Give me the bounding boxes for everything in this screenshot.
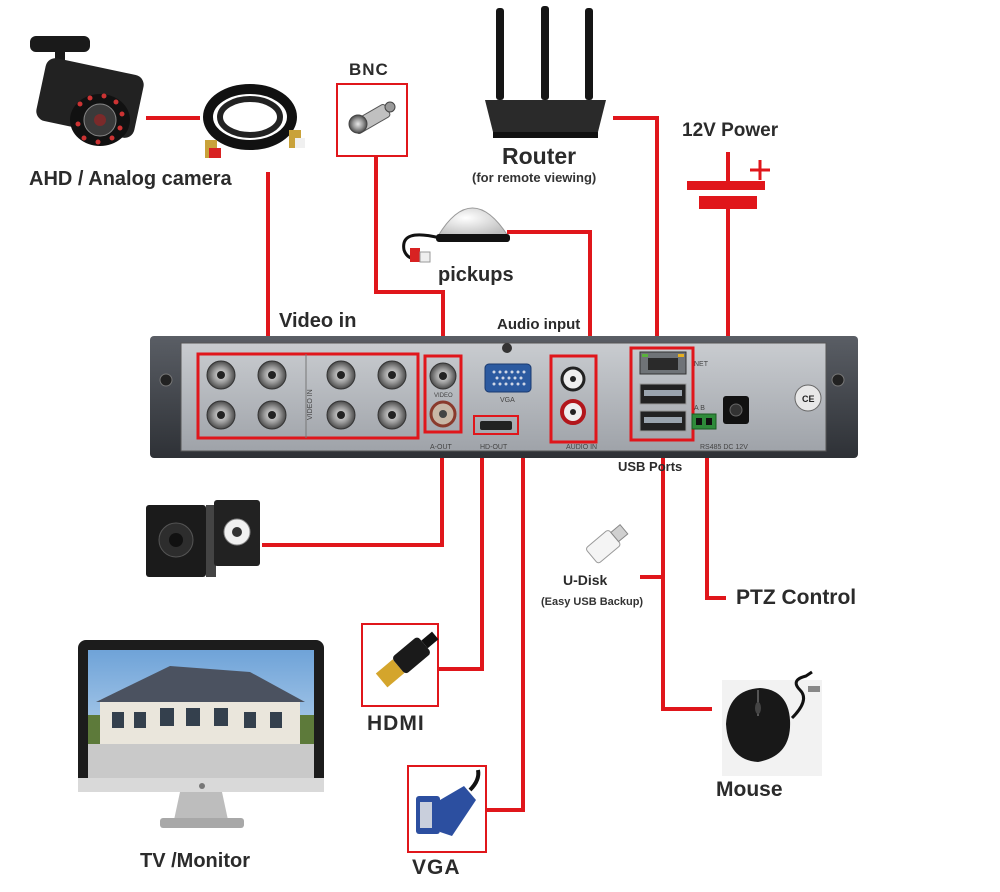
label-udisk: U-Disk bbox=[563, 572, 608, 588]
label-hdmi: HDMI bbox=[367, 712, 425, 735]
ce-mark: CE bbox=[802, 394, 815, 404]
wire-router-to-net bbox=[613, 116, 659, 350]
panel-print-hd-out: HD-OUT bbox=[480, 444, 508, 451]
wire-speaker-to-aout bbox=[262, 420, 444, 547]
panel-print-rs485: A B bbox=[694, 405, 705, 412]
dvr-rear-panel: VIDEO IN VIDEO A-OUT VGA HD-OUT AUDIO IN… bbox=[150, 336, 858, 458]
label-mouse: Mouse bbox=[716, 778, 783, 801]
cable-coil-icon bbox=[203, 84, 305, 158]
label-video-in: Video in bbox=[279, 310, 357, 332]
label-pickups: pickups bbox=[438, 264, 514, 286]
monitor-logo bbox=[199, 783, 205, 789]
vga-plug-icon bbox=[407, 765, 487, 853]
panel-print-vga: VGA bbox=[500, 397, 515, 404]
wire-vga bbox=[486, 408, 525, 812]
wire-hdmi bbox=[438, 436, 484, 671]
wire-usb-to-mouse bbox=[661, 440, 712, 711]
wire-pickups-to-audio-in bbox=[507, 230, 592, 356]
pickup-microphone-icon bbox=[402, 207, 510, 263]
usb-disk-icon bbox=[586, 523, 629, 564]
bnc-connector-icon bbox=[336, 83, 408, 157]
wire-ptz bbox=[705, 422, 726, 600]
panel-print-net: NET bbox=[694, 361, 709, 368]
monitor-icon bbox=[78, 640, 324, 828]
label-audio-input: Audio input bbox=[497, 316, 581, 333]
mouse-icon bbox=[722, 670, 822, 776]
panel-print-a-out: A-OUT bbox=[430, 444, 453, 451]
label-udisk-sub: (Easy USB Backup) bbox=[541, 596, 644, 608]
label-vga: VGA bbox=[412, 856, 461, 879]
label-usb-ports: USB Ports bbox=[618, 459, 683, 474]
panel-print-video: VIDEO bbox=[434, 393, 453, 399]
hdmi-plug-icon bbox=[361, 623, 439, 707]
camera-icon bbox=[30, 36, 144, 146]
label-router-sub: (for remote viewing) bbox=[472, 170, 597, 185]
label-monitor: TV /Monitor bbox=[140, 850, 250, 872]
label-ptz: PTZ Control bbox=[736, 586, 857, 609]
power-symbol-icon bbox=[687, 152, 770, 236]
video-in-ports bbox=[206, 360, 407, 430]
panel-print-dc: RS485 DC 12V bbox=[700, 444, 748, 451]
label-bnc: BNC bbox=[349, 60, 389, 79]
panel-print-audio-in: AUDIO IN bbox=[566, 444, 597, 451]
label-router: Router bbox=[502, 143, 577, 169]
connection-wires bbox=[146, 116, 730, 812]
router-icon bbox=[485, 6, 606, 138]
wire-bnc-to-video-out bbox=[374, 156, 445, 358]
label-camera: AHD / Analog camera bbox=[29, 168, 232, 190]
panel-print-video-in: VIDEO IN bbox=[307, 389, 314, 420]
speakers-icon bbox=[146, 500, 260, 577]
label-power: 12V Power bbox=[682, 120, 779, 141]
